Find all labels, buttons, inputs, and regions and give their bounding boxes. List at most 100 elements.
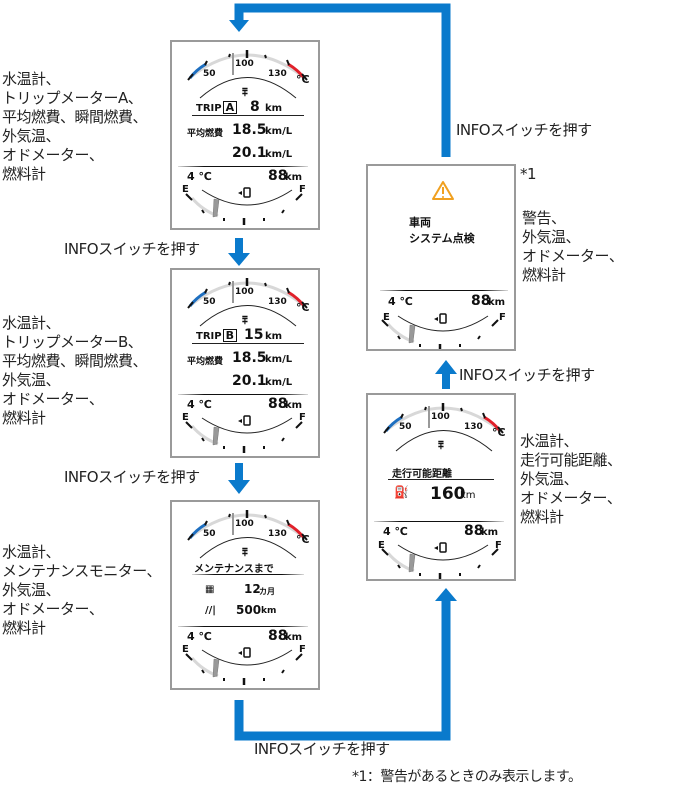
temp-tick-50: 50 [203,297,216,307]
coolant-icon: ⩱ [242,316,248,327]
warning-message-line1: 車両 [409,216,431,229]
fuel-full-label: F [299,644,306,655]
coolant-icon: ⩱ [242,548,248,559]
range-title: 走行可能距離 [392,469,452,480]
fuel-empty-label: E [378,540,385,551]
arrowhead-up-icon [435,360,457,374]
fuel-tick [185,421,193,429]
temp-tick-130: 130 [464,422,483,432]
temp-tick [264,282,267,287]
temp-tick [204,288,208,294]
fuel-gauge [381,313,499,349]
range-value: 160 [430,484,466,504]
fuel-tick [185,653,193,661]
fuel-tick [295,193,303,201]
temp-tick-50: 50 [203,529,216,539]
trip-letter: B [222,329,237,342]
odometer-unit: km [481,527,499,538]
divider [374,521,504,522]
trip-value: 15 [244,327,264,343]
outside-temp: 4 ℃ [383,525,408,538]
fuel-inner-arc [397,544,489,561]
temp-inner-arc [199,305,297,327]
temp-tick-100: 100 [431,412,450,422]
fuel-tick [281,669,285,674]
temp-gauge [187,50,308,99]
outside-temp: 4 ℃ [187,630,212,643]
road-icon: //| [205,605,216,616]
divider [178,394,308,395]
calendar-icon: ▦ [205,584,215,595]
instant-fuel-value: 20.1 [232,145,267,161]
fuel-gauge [185,187,303,225]
fuel-gauge [185,647,303,685]
temp-tick [482,412,486,419]
outside-temp: 4 ℃ [187,170,212,183]
fuel-tick [201,669,205,674]
coolant-icon: ⩱ [438,441,444,452]
fuel-inner-arc [201,417,293,434]
temp-inner-arc [395,430,493,452]
outside-temp: 4 ℃ [388,295,413,308]
footnote: *1：警告があるときのみ表示します。 [352,769,582,785]
avg-fuel-label: 平均燃費 [187,129,224,139]
maintenance-description: 水温計、 メンテナンスモニター、 外気温、 オドメーター、 燃料計 [2,543,162,637]
instant-fuel-unit: km/L [265,377,293,388]
temp-unit: °C [296,301,310,314]
odometer-value: 88 [268,168,288,184]
odometer-value: 88 [464,523,484,539]
temp-tick [400,413,404,419]
fuel-tick [491,319,499,327]
fuel-full-label: F [299,412,306,423]
fuel-inner-arc [201,649,293,666]
temp-tick [460,407,463,412]
arrow-maintenance-to-range [234,600,451,741]
instant-fuel-unit: km/L [265,149,293,160]
temp-tick [264,514,267,519]
maintenance-distance-value: 500 [236,603,262,617]
temp-tick-130: 130 [268,297,287,307]
fuel-tick [491,548,499,556]
fuel-tick [295,653,303,661]
temp-gauge [187,278,308,327]
fuel-needle [408,324,416,344]
odometer-value: 88 [268,396,288,412]
instant-fuel-value: 20.1 [232,373,267,389]
divider [192,574,304,575]
trip-label: TRIP [196,331,222,342]
fuel-pump-icon [243,187,251,198]
arrow-range-to-warning [442,372,450,389]
arrowhead-down-icon [228,480,250,494]
fuel-inner-arc [201,189,293,206]
trip-a-description: 水温計、 トリップメーターA、 平均燃費、瞬間燃費、 外気温、 オドメーター、 … [2,70,148,183]
flow-label-bottom: INFOスイッチを押す [254,740,390,758]
divider [388,479,494,480]
divider [178,626,308,627]
fuel-gauge [185,415,303,453]
temp-gauge [187,510,308,559]
fuel-pump-icon [439,542,447,553]
arrowhead-down-icon [229,20,249,32]
temp-tick [187,533,194,541]
avg-fuel-value: 18.5 [232,350,267,366]
temp-tick-130: 130 [268,529,287,539]
temp-gauge [383,403,504,452]
fuel-door-arrow-icon [238,191,242,195]
fuel-tick [201,209,205,214]
avg-fuel-unit: km/L [265,126,293,137]
temp-tick-130: 130 [268,69,287,79]
odometer-unit: km [285,632,303,643]
temp-tick-50: 50 [203,69,216,79]
temp-tick [383,426,390,434]
odometer-value: 88 [471,293,491,309]
temp-tick [228,513,231,518]
odometer-unit: km [488,297,506,308]
fuel-needle [212,658,220,678]
temp-tick [187,73,194,81]
temp-unit: °C [492,426,506,439]
avg-fuel-label: 平均燃費 [187,357,224,367]
trip-unit: km [265,331,283,342]
